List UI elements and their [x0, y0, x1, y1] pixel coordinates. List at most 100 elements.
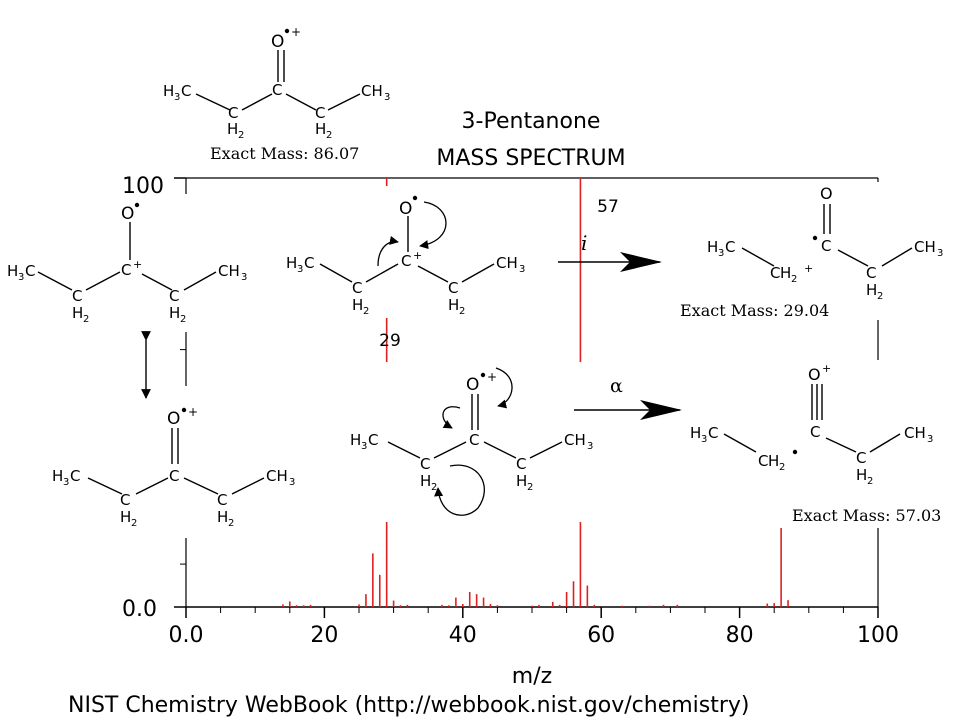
svg-text:C: C — [420, 455, 430, 473]
arrowhead — [640, 400, 682, 420]
svg-text:C: C — [169, 467, 179, 485]
svg-text:H: H — [72, 304, 83, 322]
svg-text:CH: CH — [496, 254, 518, 272]
svg-text:3: 3 — [174, 92, 180, 103]
mask-inductive — [268, 186, 540, 318]
svg-text:H: H — [516, 472, 527, 490]
x-tick-label: 20 — [310, 623, 338, 648]
svg-text:2: 2 — [131, 518, 137, 529]
svg-text:C: C — [810, 423, 820, 441]
svg-text:2: 2 — [779, 462, 785, 473]
svg-text:2: 2 — [83, 314, 89, 325]
svg-text:+: + — [822, 362, 831, 375]
svg-text:C: C — [120, 491, 130, 509]
x-tick-label: 40 — [449, 623, 477, 648]
svg-text:CH: CH — [914, 238, 936, 256]
svg-text:H: H — [866, 281, 877, 299]
svg-text:2: 2 — [180, 314, 186, 325]
svg-text:+: + — [487, 370, 497, 384]
svg-text:H: H — [52, 467, 63, 485]
svg-text:H: H — [690, 424, 701, 442]
mask-resonance-bottom — [0, 386, 318, 538]
y-tick-label-bottom: 0.0 — [122, 597, 157, 622]
mol-o: O — [271, 32, 284, 52]
svg-text:2: 2 — [228, 518, 234, 529]
svg-text:2: 2 — [877, 291, 883, 302]
svg-text:3: 3 — [361, 441, 367, 452]
svg-text:C: C — [121, 261, 131, 279]
resonance-structure-bottom: O + C H 3 C C H 2 C H 2 CH 3 — [52, 405, 295, 529]
svg-text:C: C — [821, 237, 831, 255]
exact-mass-29: Exact Mass: 29.04 — [680, 301, 829, 320]
radical-dot — [284, 28, 290, 34]
svg-text:CH: CH — [904, 424, 926, 442]
resonance-structure-top: O C + H 3 C C H 2 C H 2 CH 3 — [7, 202, 247, 325]
svg-text:CH: CH — [564, 431, 586, 449]
svg-text:3: 3 — [289, 477, 295, 488]
svg-text:H: H — [707, 238, 718, 256]
peak-label-29: 29 — [379, 331, 401, 351]
mol-plus: + — [291, 25, 301, 39]
svg-text:2: 2 — [459, 306, 465, 317]
svg-text:H: H — [448, 296, 459, 314]
arrowhead — [620, 252, 662, 272]
svg-text:C: C — [352, 279, 362, 297]
svg-text:C: C — [25, 262, 35, 280]
svg-text:+: + — [133, 258, 142, 271]
svg-text:3: 3 — [937, 248, 943, 259]
svg-text:C: C — [72, 287, 82, 305]
svg-text:H: H — [169, 304, 180, 322]
svg-text:2: 2 — [363, 306, 369, 317]
svg-text:3: 3 — [18, 272, 24, 283]
x-tick-label: 0.0 — [169, 623, 204, 648]
svg-text:+: + — [413, 249, 422, 262]
svg-text:3: 3 — [297, 264, 303, 275]
svg-text:C: C — [228, 104, 238, 122]
molecule-structure: O + C C H 2 C H 2 H 3 C CH 3 Exact Mass:… — [163, 25, 390, 163]
svg-text:H: H — [352, 296, 363, 314]
svg-text:H: H — [217, 508, 228, 526]
svg-text:CH: CH — [266, 467, 288, 485]
svg-text:H: H — [120, 508, 131, 526]
curved-arrow — [495, 367, 513, 409]
svg-text:H: H — [768, 452, 779, 470]
svg-text:C: C — [725, 238, 735, 256]
svg-text:3: 3 — [927, 434, 933, 445]
curved-arrow — [377, 235, 399, 267]
svg-text:C: C — [70, 467, 80, 485]
svg-text:+: + — [804, 262, 813, 275]
chart-subtitle: MASS SPECTRUM — [436, 146, 625, 171]
svg-text:C: C — [770, 264, 780, 282]
svg-text:C: C — [866, 264, 876, 282]
footer-credit: NIST Chemistry WebBook (http://webbook.n… — [68, 693, 750, 718]
svg-text:3: 3 — [701, 434, 707, 445]
svg-text:3: 3 — [587, 441, 593, 452]
svg-text:H: H — [7, 262, 18, 280]
svg-text:3: 3 — [63, 477, 69, 488]
svg-text:H: H — [350, 431, 361, 449]
exact-mass-57: Exact Mass: 57.03 — [792, 506, 941, 525]
svg-text:2: 2 — [238, 130, 244, 141]
svg-text:H: H — [856, 466, 867, 484]
svg-text:3: 3 — [241, 272, 247, 283]
svg-text:C: C — [708, 424, 718, 442]
fragment-57-structure: O + C H 3 C C H 2 C H 2 CH 3 — [690, 362, 933, 487]
svg-text:C: C — [856, 449, 866, 467]
svg-text:H: H — [420, 472, 431, 490]
svg-text:2: 2 — [867, 476, 873, 487]
svg-text:C: C — [169, 287, 179, 305]
svg-text:H: H — [780, 264, 791, 282]
x-tick-label: 60 — [587, 623, 615, 648]
svg-text:2: 2 — [791, 274, 797, 285]
x-tick-label: 100 — [857, 623, 899, 648]
svg-text:O: O — [399, 199, 412, 219]
svg-text:3: 3 — [718, 248, 724, 259]
svg-text:C: C — [272, 81, 282, 99]
svg-text:+: + — [188, 405, 198, 419]
mask-fragment-57 — [676, 360, 960, 528]
svg-text:H: H — [227, 120, 238, 138]
svg-text:O: O — [808, 365, 821, 384]
mask-resonance-top — [0, 194, 262, 332]
svg-text:C: C — [516, 455, 526, 473]
svg-text:2: 2 — [527, 482, 533, 493]
